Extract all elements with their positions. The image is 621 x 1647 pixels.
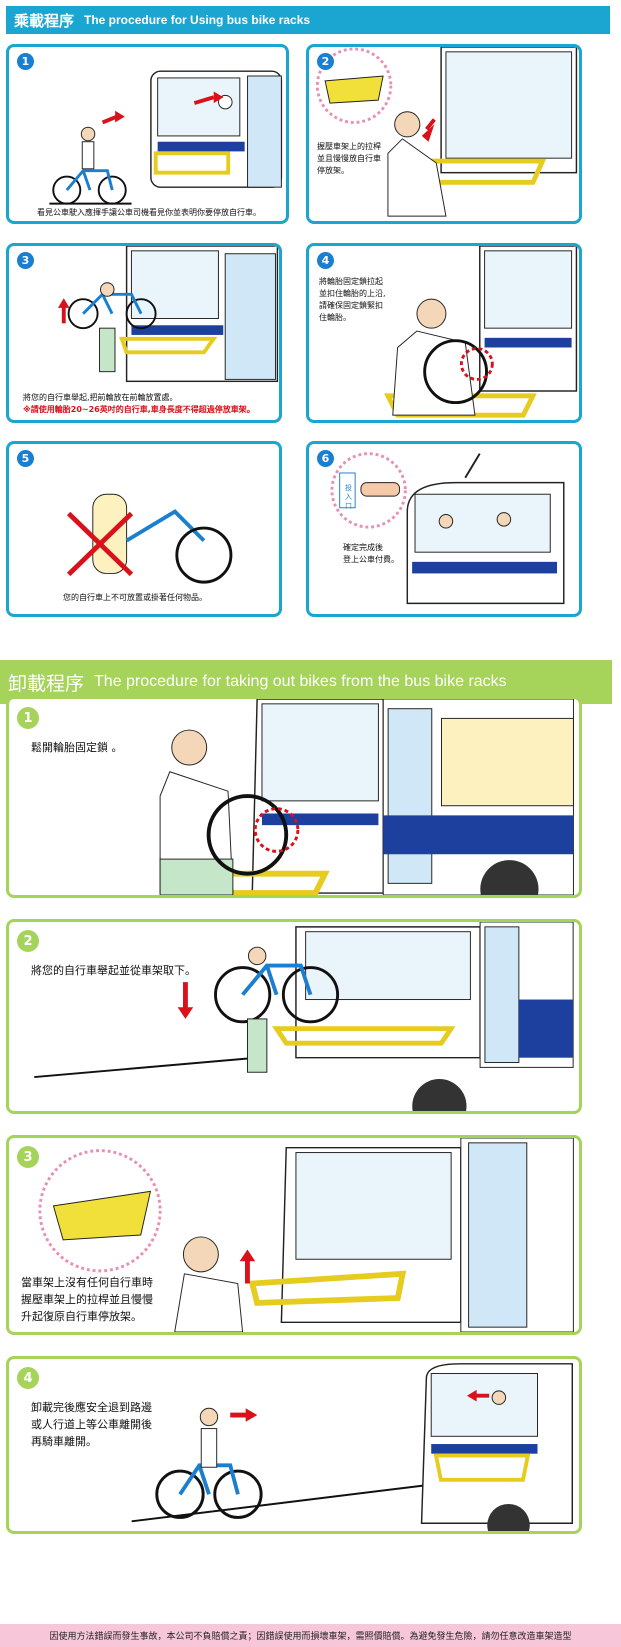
step-number-badge: 2	[317, 53, 334, 70]
step-number-badge: 3	[17, 252, 34, 269]
step-number-badge: 6	[317, 450, 334, 467]
load-step-2-caption: 握壓車架上的拉桿 並且慢慢放自行車 停放架。	[317, 142, 381, 175]
step-number-badge: 2	[17, 930, 39, 952]
load-step-5-caption: 您的自行車上不可放置或掛著任何物品。	[63, 593, 207, 602]
remove-bike-illustration	[34, 922, 574, 1111]
unload-step-4-caption: 卸載完後應安全退到路邊 或人行道上等公車離開後 再騎車離開。	[31, 1401, 152, 1448]
unload-step-3-caption: 當車架上沒有任何自行車時 握壓車架上的拉桿並且慢慢 升起復原自行車停放架。	[21, 1276, 153, 1323]
disclaimer-text: 因使用方法錯誤而發生事故，本公司不負賠償之責；因錯誤使用而損壞車架，需照價賠償。…	[49, 1632, 572, 1642]
unload-step-2-card: 2 將您的自行車舉起並從車架取下。	[6, 919, 582, 1114]
step-number-badge: 5	[17, 450, 34, 467]
load-step-6-caption: 確定完成後 登上公車付費。	[343, 543, 399, 564]
load-step-3-card: 3 將您的自行車舉起,把前輪放在前輪放置處。 ※請使用輪胎20~26英吋的自行車…	[6, 243, 282, 423]
loading-title-en: The procedure for Using bus bike racks	[84, 13, 311, 27]
load-step-5-card: 5 您的自行車上不可放置或掛著任何物品。	[6, 441, 282, 617]
coin-slot-label: 投入口	[345, 484, 352, 510]
raise-empty-rack-illustration	[38, 1138, 574, 1332]
wave-to-bus-illustration	[49, 70, 283, 205]
load-step-4-card: 4 將輪胎固定鎖拉起 並扣住輪胎的上沿, 請確保固定鎖緊扣 住輪胎。	[306, 243, 582, 423]
unload-step-3-card: 3 當車架上沒有任何自行車時 握壓車架上的拉桿並且慢慢 升起復原自行車停放架。	[6, 1135, 582, 1335]
lower-rack-illustration	[315, 47, 578, 217]
load-step-1-card: 1 看見公車駛入應揮手讓公車司機看見你並表明你要停放自行車。	[6, 44, 289, 224]
unloading-title-en: The procedure for taking out bikes from …	[94, 673, 507, 690]
load-step-6-card: 6 投入口 確定完成後 登上公車付費。	[306, 441, 582, 617]
release-tire-lock-illustration	[159, 699, 574, 895]
load-step-2-card: 2 握壓車架上的拉桿 並且慢慢放自行車 停放架。	[306, 44, 582, 224]
step-number-badge: 1	[17, 707, 39, 729]
lift-bike-illustration	[57, 246, 279, 383]
loading-section-header: 乘載程序 The procedure for Using bus bike ra…	[6, 6, 610, 34]
board-and-pay-illustration	[330, 452, 565, 605]
load-step-1-caption: 看見公車駛入應揮手讓公車司機看見你並表明你要停放自行車。	[37, 208, 261, 217]
step-number-badge: 3	[17, 1146, 39, 1168]
secure-tire-illustration	[384, 246, 578, 418]
unloading-title-zh: 卸載程序	[8, 672, 85, 695]
loading-title-zh: 乘載程序	[14, 11, 75, 30]
disclaimer-footer: 因使用方法錯誤而發生事故，本公司不負賠償之責；因錯誤使用而損壞車架，需照價賠償。…	[0, 1624, 621, 1647]
unload-step-1-card: 1 鬆開輪胎固定鎖 。	[6, 696, 582, 898]
unload-step-1-caption: 鬆開輪胎固定鎖 。	[31, 741, 123, 754]
step-number-badge: 1	[17, 53, 34, 70]
unload-step-4-card: 4 卸載完後應安全退到路邊 或人行道上等公車離開後 再騎車離開。	[6, 1356, 582, 1534]
load-step-3-caption: 將您的自行車舉起,把前輪放在前輪放置處。 ※請使用輪胎20~26英吋的自行車,車…	[23, 393, 255, 414]
step-number-badge: 4	[317, 252, 334, 269]
step-number-badge: 4	[17, 1367, 39, 1389]
load-step-4-caption: 將輪胎固定鎖拉起 並扣住輪胎的上沿, 請確保固定鎖緊扣 住輪胎。	[319, 277, 386, 322]
no-items-on-bike-illustration	[66, 493, 233, 584]
unload-step-2-caption: 將您的自行車舉起並從車架取下。	[31, 964, 196, 977]
ride-away-illustration	[131, 1363, 574, 1531]
bike-size-warning: ※請使用輪胎20~26英吋的自行車,車身長度不得超過停放車架。	[23, 405, 255, 414]
